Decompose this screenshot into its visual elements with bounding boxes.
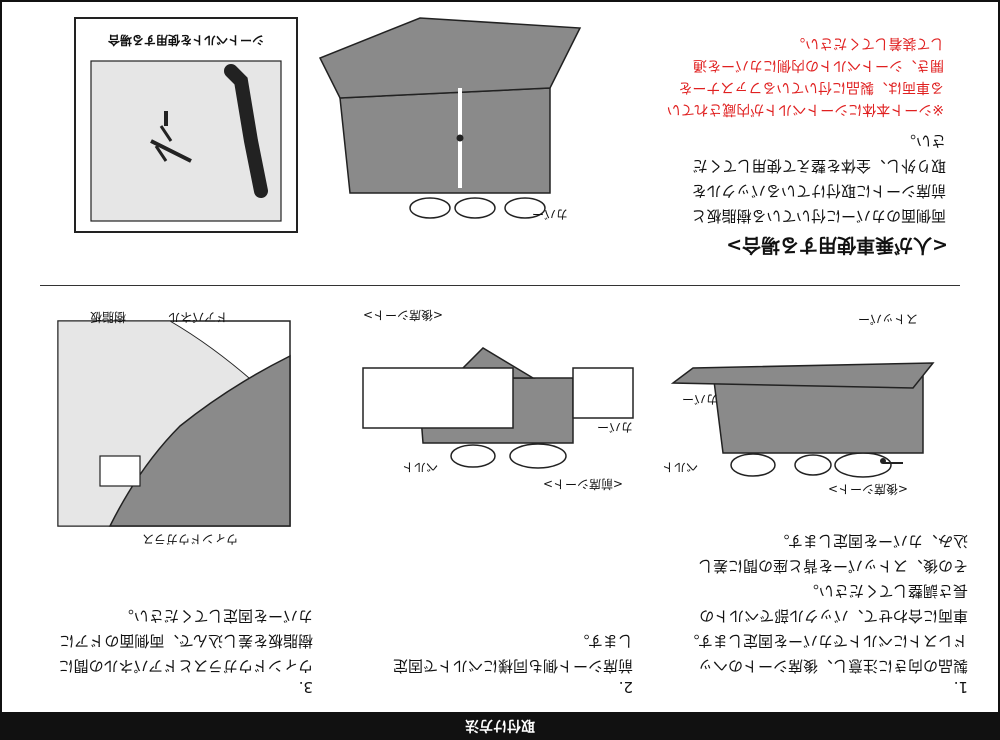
step-3-line: 樹脂板を差し込んで、両側面のドアに — [59, 632, 313, 650]
red-note-line: 開き、シートベルトの内側にカバーを通 — [692, 57, 944, 73]
fig2-rear-label: <後席シート> — [362, 308, 443, 322]
fig3-illustration — [57, 320, 291, 527]
inset-caption: シートベルトを使用する場合 — [108, 33, 265, 47]
section-divider — [40, 285, 960, 286]
step-3-line: カバーを固定してください。 — [118, 607, 313, 625]
fig1-top-label: <後席シート> — [827, 482, 908, 496]
fig3-resin-label: 樹脂板 — [89, 310, 126, 324]
step-1-line: その後、ストッパーを背と座の間に差し — [697, 557, 968, 575]
fig2-illustration — [362, 347, 634, 469]
fig1-stopper-label: ストッパー — [857, 312, 918, 326]
red-note-line: して装着してください。 — [791, 35, 944, 51]
red-note: ※シート本体にシートベルトが内蔵されてい る車両は、製品に付いているファスナーを… — [564, 32, 944, 120]
page-title: 取付け方法 — [2, 712, 998, 738]
step-1-line: ドレストにベルトでカバーを固定します。 — [684, 632, 968, 650]
fig2-front-label: <前席シート> — [542, 477, 623, 491]
step-1-line: 長さ調整してください。 — [803, 582, 968, 600]
red-note-line: る車両は、製品に付いているファスナーを — [678, 79, 944, 95]
step-1-line: 車両に合わせて、バックル部でベルトの — [699, 607, 968, 625]
fig1-cover-label: カバー — [681, 392, 718, 406]
section-line: 両側面のカバーに付いている樹脂板と — [691, 207, 946, 225]
fig4-illustration — [318, 17, 582, 219]
step-2-line: 前席シート側も同様にベルトで固定 — [392, 657, 633, 675]
red-note-line: ※シート本体にシートベルトが内蔵されてい — [666, 101, 944, 117]
step-1-line: 込み、カバーを固定します。 — [774, 532, 968, 550]
step-2-text: 前席シート側も同様にベルトで固定 します。 — [343, 628, 633, 678]
step-1-text: 製品の向きに注意し、後席シートのヘッ ドレストにベルトでカバーを固定します。 車… — [648, 528, 968, 678]
section-body: 両側面のカバーに付いている樹脂板と 前席シートに取付けているバックルを 取り外し… — [616, 128, 946, 228]
inset-box: シートベルトを使用する場合 — [74, 17, 298, 233]
section-line: さい。 — [900, 132, 946, 150]
fig1-belt-label: ベルト — [661, 460, 698, 474]
section-line: 前席シートに取付けているバックルを — [691, 182, 946, 200]
step-3-text: ウィンドウガラスとドアパネルの間に 樹脂板を差し込んで、両側面のドアに カバーを… — [13, 603, 313, 678]
fig3-door-label: ドアパネル — [168, 310, 228, 324]
fig2-belt-label: ベルト — [401, 460, 438, 474]
step-number-2: 2. — [618, 678, 633, 696]
fig3-window-label: ウィンドウガラス — [142, 532, 238, 546]
step-2-line: します。 — [574, 632, 633, 650]
section-heading: <人が乗車使用する場合> — [726, 234, 948, 256]
inset-illustration — [90, 60, 282, 222]
fig1-illustration — [670, 362, 935, 478]
section-line: 取り外し、全体を整えて使用してくだ — [692, 157, 946, 175]
step-number-1: 1. — [953, 678, 968, 696]
fig2-cover-label: カバー — [596, 420, 633, 434]
fig4-cover-label: カバー — [531, 207, 568, 221]
step-1-line: 製品の向きに注意し、後席シートのヘッ — [697, 657, 968, 675]
step-number-3: 3. — [298, 678, 313, 696]
step-3-line: ウィンドウガラスとドアパネルの間に — [58, 657, 313, 675]
